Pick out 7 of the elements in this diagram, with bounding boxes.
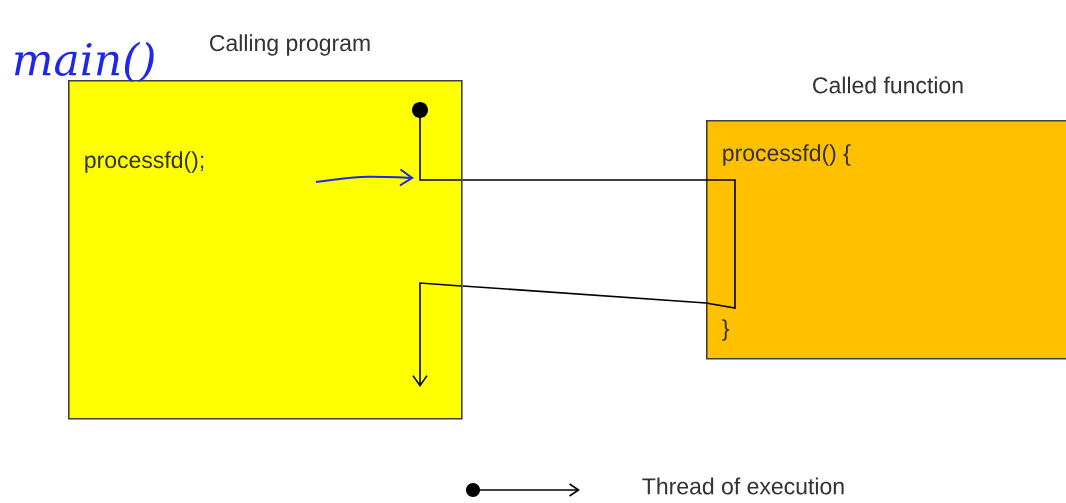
handwritten-note: main() — [14, 41, 154, 83]
connector — [461, 179, 707, 181]
legend-text: Thread of execution — [642, 477, 844, 495]
node-label: Calling program — [210, 34, 370, 56]
connector — [461, 285, 707, 304]
node-label: Called function — [813, 76, 963, 94]
function-box: Called function processfd() { } — [706, 76, 1066, 360]
